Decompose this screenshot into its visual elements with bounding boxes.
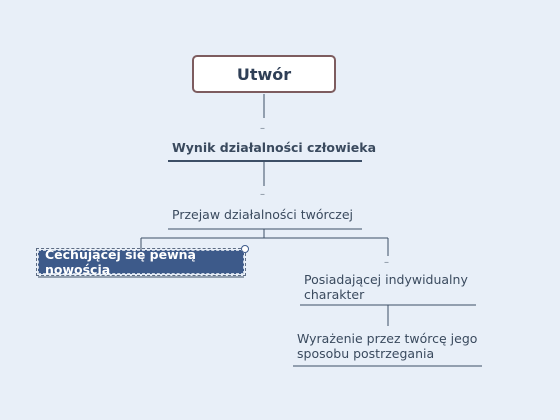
- node-przejaw[interactable]: Przejaw działalności twórczej: [172, 207, 353, 222]
- root-node[interactable]: Utwór: [192, 55, 336, 93]
- node-cechujacej-label: Cechującej się pewną nowością: [45, 247, 196, 277]
- root-node-label: Utwór: [236, 64, 292, 84]
- node-posiadajacej[interactable]: Posiadającej indywidualny charakter: [304, 272, 480, 302]
- collapse-toggle-n4[interactable]: –: [384, 257, 389, 268]
- node-wyrazenie[interactable]: Wyrażenie przez twórcę jego sposobu post…: [297, 331, 483, 361]
- collapse-toggle-n2[interactable]: –: [260, 189, 265, 200]
- node-wyrazenie-label: Wyrażenie przez twórcę jego sposobu post…: [297, 331, 478, 361]
- collapse-toggle-n1[interactable]: –: [260, 123, 265, 134]
- node-wynik-label: Wynik działalności człowieka: [172, 140, 377, 155]
- node-wynik[interactable]: Wynik działalności człowieka: [172, 140, 376, 155]
- node-przejaw-label: Przejaw działalności twórczej: [172, 207, 353, 222]
- node-resize-handle[interactable]: [241, 245, 249, 253]
- node-cechujacej-selected[interactable]: Cechującej się pewną nowością: [36, 247, 246, 277]
- node-posiadajacej-label: Posiadającej indywidualny charakter: [304, 272, 468, 302]
